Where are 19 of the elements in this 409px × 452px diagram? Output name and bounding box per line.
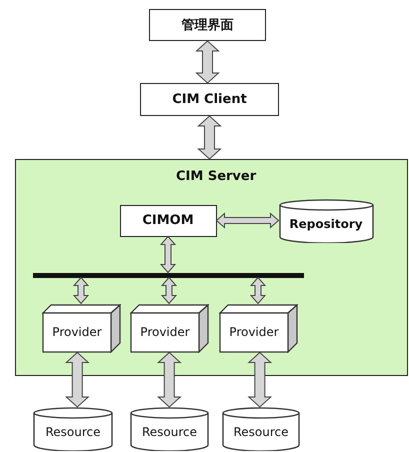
double-arrow [197, 115, 222, 160]
server-panel [15, 159, 408, 376]
double-arrow [65, 352, 90, 408]
process-box: CIMOM [120, 204, 216, 236]
double-arrow [160, 236, 176, 274]
process-box: 管理界面 [149, 9, 266, 41]
database-cylinder: Resource [33, 407, 113, 451]
double-arrow [195, 40, 220, 84]
double-arrow [157, 352, 182, 408]
double-arrow [250, 276, 266, 304]
database-cylinder: Resource [222, 407, 300, 451]
double-arrow [216, 212, 280, 229]
database-cylinder: Repository [278, 198, 374, 242]
panel-title: CIM Server [176, 169, 256, 184]
double-arrow [72, 276, 90, 304]
double-arrow [160, 276, 178, 304]
process-box: CIM Client [140, 83, 279, 116]
double-arrow [248, 352, 272, 408]
database-cylinder: Resource [130, 407, 209, 451]
